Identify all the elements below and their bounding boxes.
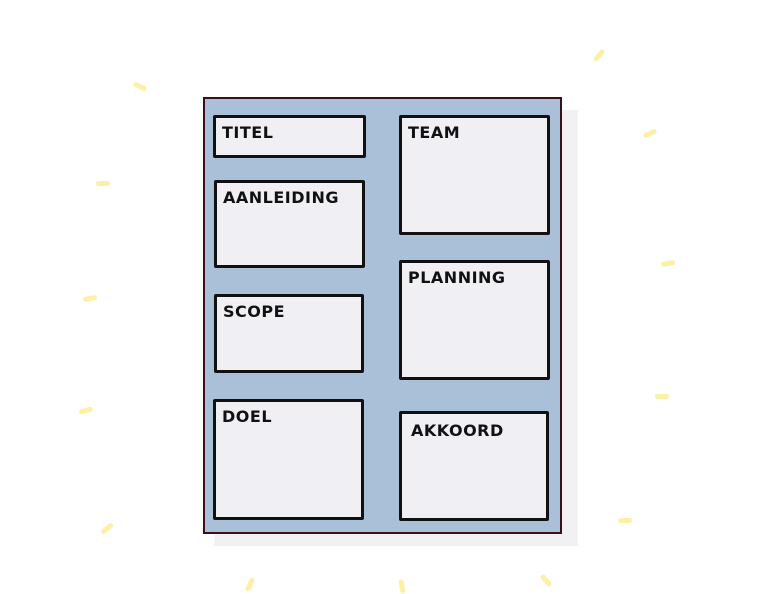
sparkle-dash <box>132 81 148 92</box>
section-planning: PLANNING <box>399 260 550 380</box>
sparkle-dash <box>244 577 256 592</box>
section-label: PLANNING <box>408 268 506 287</box>
section-label: TITEL <box>222 123 274 142</box>
sparkle-dash <box>96 181 110 186</box>
section-doel: DOEL <box>213 399 364 520</box>
sparkle-dash <box>660 259 676 268</box>
sparkle-dash <box>592 48 606 63</box>
sparkle-dash <box>539 573 553 588</box>
sparkle-dash <box>398 579 406 594</box>
sparkle-dash <box>618 518 632 523</box>
sparkle-dash <box>655 394 669 399</box>
section-label: TEAM <box>408 123 461 142</box>
sparkle-dash <box>82 294 98 303</box>
section-label: SCOPE <box>223 302 286 321</box>
section-label: AANLEIDING <box>223 188 339 207</box>
section-scope: SCOPE <box>214 294 364 373</box>
section-titel: TITEL <box>213 115 366 158</box>
sparkle-dash <box>100 522 114 535</box>
section-label: AKKOORD <box>411 421 504 440</box>
section-label: DOEL <box>222 407 273 426</box>
section-aanleiding: AANLEIDING <box>214 180 365 268</box>
section-akkoord: AKKOORD <box>399 411 549 521</box>
section-team: TEAM <box>399 115 550 235</box>
sparkle-dash <box>642 128 658 139</box>
sparkle-dash <box>78 406 94 415</box>
